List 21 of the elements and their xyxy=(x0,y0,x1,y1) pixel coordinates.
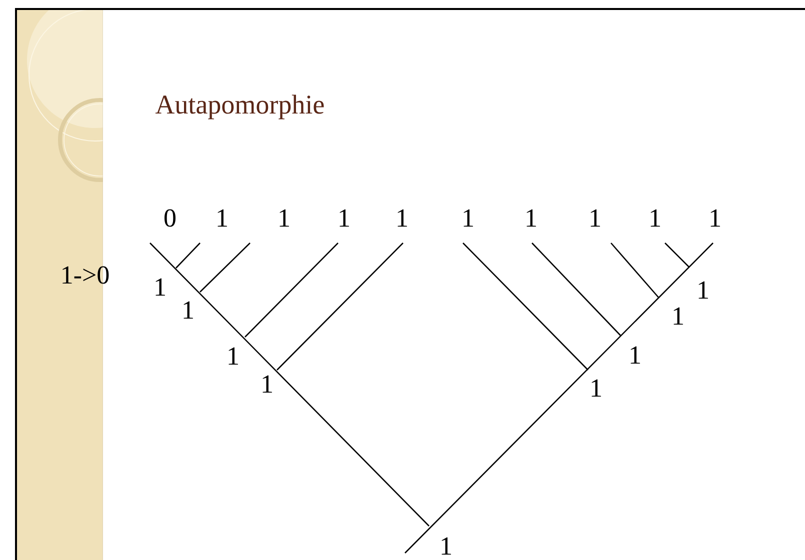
tip-state-label: 1 xyxy=(710,209,720,227)
node-state-label: 1 xyxy=(630,346,640,364)
node-state-label: 1 xyxy=(156,278,165,296)
node-state-label: 1 xyxy=(698,281,708,299)
node-state-label: 1 xyxy=(262,375,272,393)
tip-state-label: 1 xyxy=(590,209,600,227)
node-state-label: 1 xyxy=(674,307,683,325)
node-state-label: 1 xyxy=(184,301,193,319)
tip-state-label: 1 xyxy=(650,209,660,227)
tip-state-label: 1 xyxy=(280,209,289,227)
tip-state-label: 0 xyxy=(164,209,176,227)
tip-state-label: 1 xyxy=(218,209,227,227)
tip-state-label: 1 xyxy=(398,209,407,227)
tip-state-label: 1 xyxy=(464,209,473,227)
tip-state-label: 1 xyxy=(340,209,349,227)
slide-title: Autapomorphie xyxy=(155,94,324,120)
character-change-label: 1->0 xyxy=(62,266,109,284)
tip-state-label: 1 xyxy=(526,209,536,227)
node-state-label: 1 xyxy=(442,537,451,555)
node-state-label: 1 xyxy=(592,379,601,397)
node-state-label: 1 xyxy=(228,347,238,365)
